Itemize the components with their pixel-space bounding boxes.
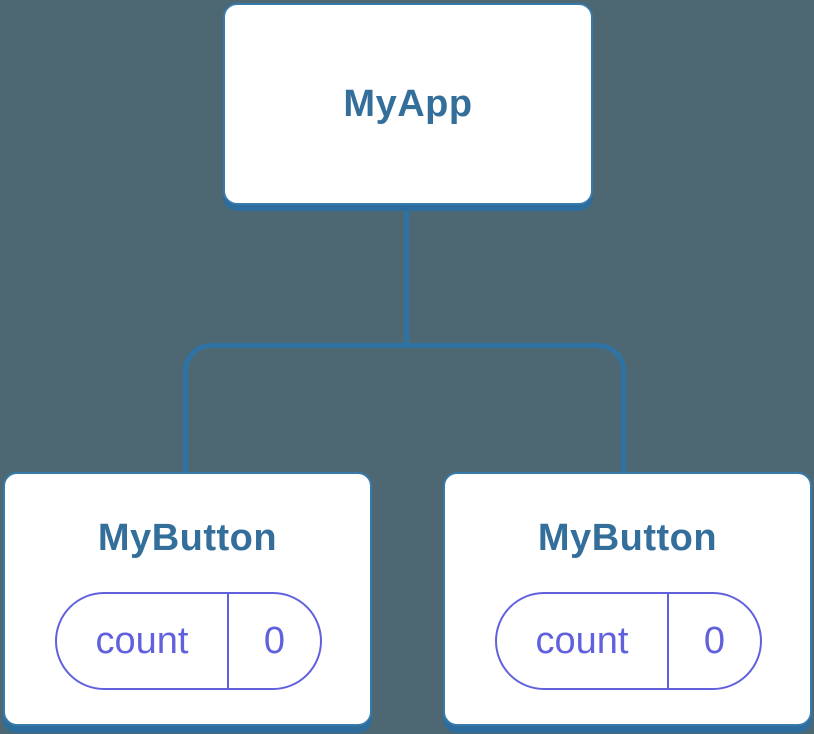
- state-pill: count 0: [55, 592, 322, 690]
- state-pill: count 0: [495, 592, 762, 690]
- state-key: count: [95, 619, 189, 662]
- child-node-1: MyButton count 0: [3, 472, 372, 726]
- root-node-label: MyApp: [343, 82, 473, 125]
- root-connector-line: [404, 204, 409, 346]
- branch-connector-line: [183, 343, 626, 472]
- child-node-2: MyButton count 0: [443, 472, 812, 726]
- state-key: count: [535, 619, 629, 662]
- root-node: MyApp: [223, 3, 593, 205]
- state-value: 0: [227, 594, 320, 688]
- child-node-1-label: MyButton: [97, 517, 278, 559]
- child-node-2-label: MyButton: [537, 517, 718, 559]
- state-value: 0: [667, 594, 760, 688]
